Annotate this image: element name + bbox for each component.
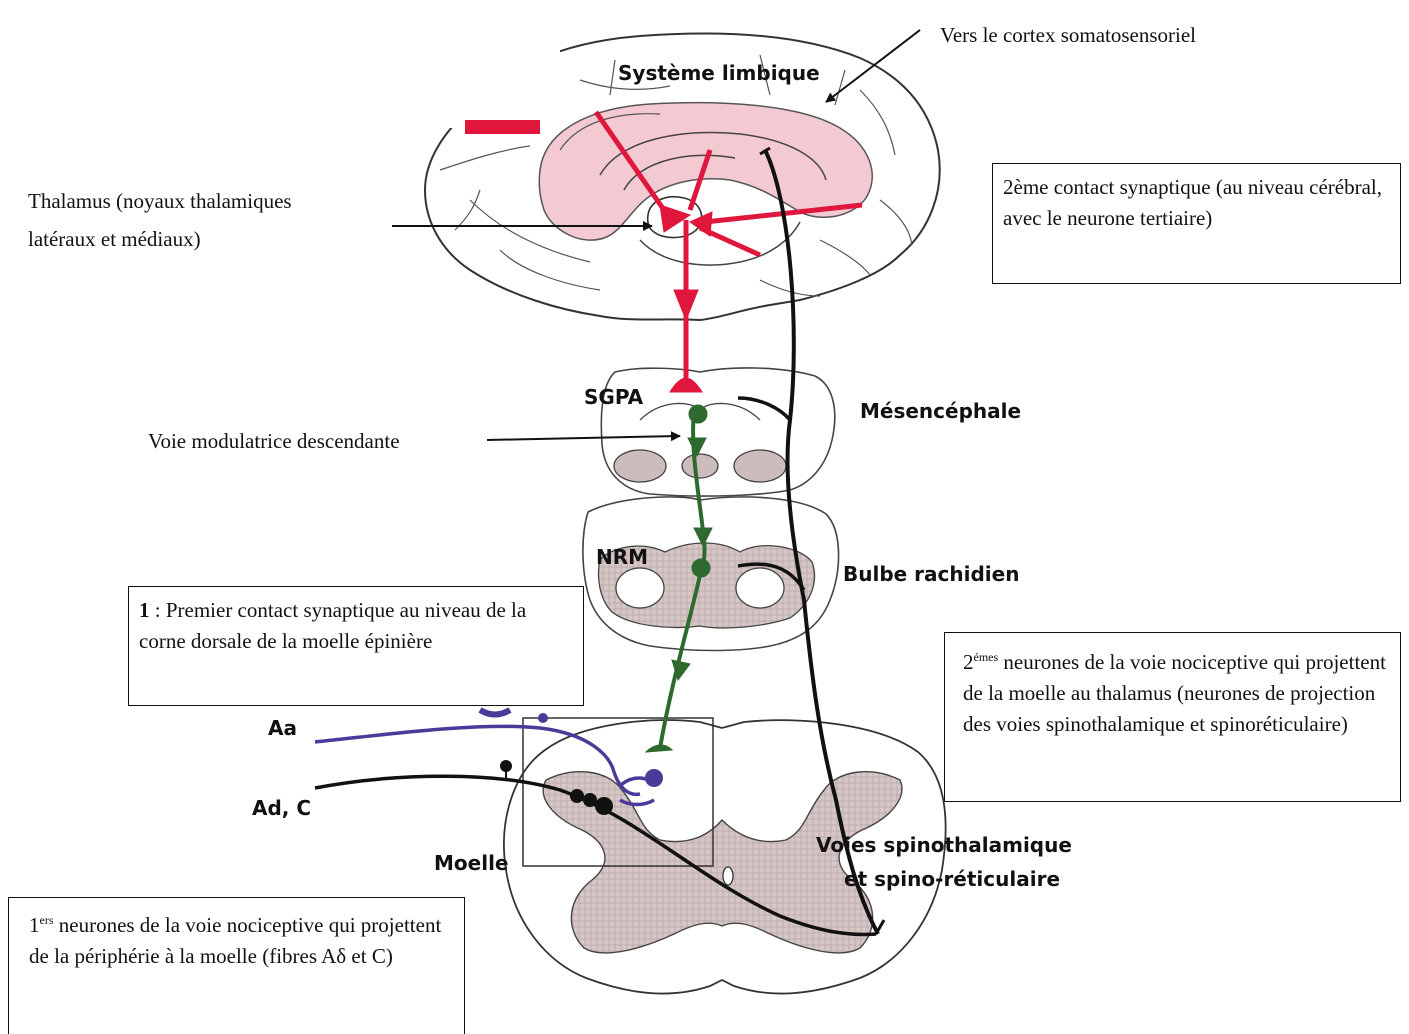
brain-illustration — [420, 0, 940, 320]
annotation-thalamus-line1: Thalamus (noyaux thalamiques — [28, 186, 292, 217]
box-second-order-neurons-number: 2 — [963, 650, 974, 674]
label-aa: Aa — [268, 716, 297, 740]
box-second-order-neurons: 2émes neurones de la voie nociceptive qu… — [944, 632, 1401, 802]
label-mesencephale: Mésencéphale — [860, 399, 1021, 423]
label-moelle: Moelle — [434, 851, 508, 875]
annotation-cortex: Vers le cortex somatosensoriel — [940, 20, 1196, 51]
label-bulbe-rachidien: Bulbe rachidien — [843, 562, 1019, 586]
label-ad-c: Ad, C — [252, 796, 311, 820]
box-first-order-neurons-text: neurones de la voie nociceptive qui proj… — [29, 913, 441, 968]
annotation-thalamus-line2: latéraux et médiaux) — [28, 224, 201, 255]
box-first-synaptic-contact: 1 : Premier contact synaptique au niveau… — [128, 586, 584, 706]
box-second-synaptic-contact-text: 2ème contact synaptique (au niveau céréb… — [1003, 175, 1382, 230]
label-systeme-limbique: Système limbique — [618, 61, 820, 85]
box-second-order-neurons-sup: émes — [974, 650, 999, 664]
label-nrm: NRM — [596, 545, 648, 569]
box-first-order-neurons-number: 1 — [29, 913, 40, 937]
box-first-synaptic-contact-number: 1 — [139, 598, 150, 622]
box-first-synaptic-contact-text: : Premier contact synaptique au niveau d… — [139, 598, 526, 653]
box-second-synaptic-contact: 2ème contact synaptique (au niveau céréb… — [992, 163, 1401, 284]
label-sgpa: SGPA — [584, 385, 644, 409]
label-voies-line2: et spino-réticulaire — [844, 867, 1060, 891]
box-second-order-neurons-text: neurones de la voie nociceptive qui proj… — [963, 650, 1386, 736]
brainstem-illustration — [583, 368, 839, 651]
central-canal — [723, 867, 733, 885]
box-first-order-neurons-sup: ers — [40, 913, 54, 927]
label-voies-line1: Voies spinothalamique — [816, 833, 1072, 857]
box-first-order-neurons: 1ers neurones de la voie nociceptive qui… — [8, 897, 465, 1034]
annotation-voie-modulatrice: Voie modulatrice descendante — [148, 426, 400, 457]
